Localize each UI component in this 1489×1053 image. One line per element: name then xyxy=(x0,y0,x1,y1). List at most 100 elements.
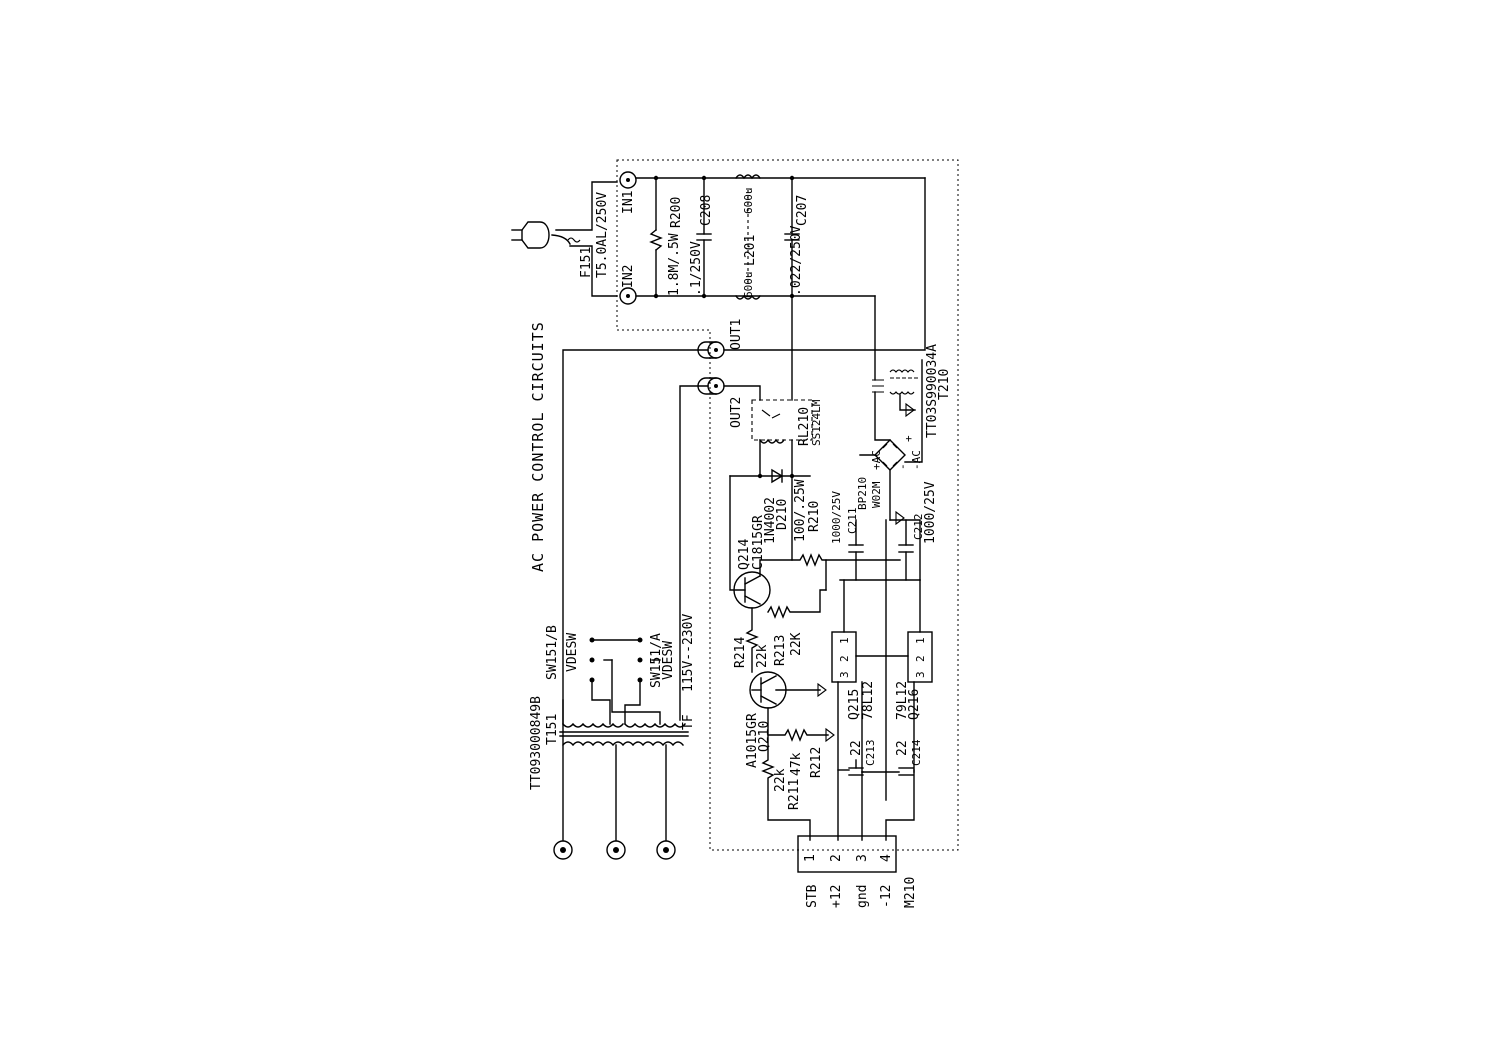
bp210-ref: BP210 xyxy=(856,477,869,510)
c208-value: .1/250V xyxy=(689,241,704,296)
resistor-r213 xyxy=(767,589,827,619)
m210-signal-gnd: gnd xyxy=(855,885,870,908)
c211-ref: C211 xyxy=(846,508,859,535)
terminal-3 xyxy=(656,840,676,860)
transistor-q210 xyxy=(749,671,827,709)
connector-in1 xyxy=(619,171,637,189)
t151-ref: T151 xyxy=(545,714,560,745)
c211-value: 1000/25V xyxy=(830,491,843,544)
c212-ref: C212 xyxy=(912,514,925,541)
q216-part: 79L12 xyxy=(895,681,910,720)
sw151a-name: VDESW xyxy=(661,641,676,680)
transformer-t151 xyxy=(559,722,689,841)
relay-rl210 xyxy=(751,399,813,477)
fuse-wire xyxy=(555,181,618,231)
board-outline xyxy=(616,159,959,851)
sw151a-ref: SW151/A xyxy=(649,633,664,688)
terminal-2 xyxy=(606,840,626,860)
c214-value: 22 xyxy=(895,740,910,756)
terminal-1 xyxy=(553,840,573,860)
r200-value: 1.8M/.5W xyxy=(667,233,682,296)
q214-part: C1815GR xyxy=(751,515,766,570)
rl210-ref: RL210 xyxy=(797,407,812,446)
m210-signal-stb: STB xyxy=(805,884,820,908)
capacitor-c207 xyxy=(784,175,800,299)
capacitor-c213 xyxy=(837,759,864,776)
in2-label: IN2 xyxy=(621,265,636,288)
transistor-q214 xyxy=(729,475,793,609)
bp210-pin-nac: -AC xyxy=(910,450,923,470)
out2-wire xyxy=(679,385,709,721)
connector-in2 xyxy=(619,287,637,305)
m210-signal-n12: -12 xyxy=(879,885,894,908)
t210-part: TT03S99​0034A xyxy=(925,344,940,438)
transformer-t210 xyxy=(872,359,923,463)
r211-value: 22k xyxy=(773,768,788,792)
m210-pin1: 1 xyxy=(803,854,818,862)
t210-ref: T210 xyxy=(937,369,952,400)
c213-ref: C213 xyxy=(864,740,877,767)
fuse-value: T5.0AL/250V xyxy=(595,192,610,278)
rl210-part: SS124LM xyxy=(810,399,823,446)
q210-ref: Q210 xyxy=(757,721,772,752)
q215-pin2: 2 xyxy=(838,655,851,662)
r212-ref: R212 xyxy=(809,747,824,778)
m210-pin3: 3 xyxy=(855,854,870,862)
r213-ref: R213 xyxy=(773,635,788,666)
q215-pin3: 3 xyxy=(838,671,851,678)
capacitor-c208 xyxy=(696,175,712,299)
c207-value: .022/250V xyxy=(789,225,804,296)
m210-pin4: 4 xyxy=(879,854,894,862)
out1-line-wire xyxy=(723,177,926,351)
q216-ref: Q216 xyxy=(907,689,922,720)
sw151b-name: VDESW xyxy=(565,633,580,672)
switch-sw151 xyxy=(562,637,661,725)
t151-part: TT09300084​9B xyxy=(529,696,544,790)
c207-ref: C207 xyxy=(795,195,810,226)
resistor-r200 xyxy=(649,175,663,299)
c213-value: 22 xyxy=(849,740,864,756)
in1-label: IN1 xyxy=(621,191,636,214)
bridge-bp210 xyxy=(859,439,906,521)
q215-ref: Q215 xyxy=(847,689,862,720)
capacitor-c211 xyxy=(848,519,864,581)
sw151b-ref: SW151/B xyxy=(545,625,560,680)
tf-ref: TF xyxy=(681,714,696,730)
l201-value-a: 600u xyxy=(742,188,755,215)
connector-m210 xyxy=(797,835,897,873)
r200-ref: R200 xyxy=(669,197,684,228)
out2-label: OUT2 xyxy=(729,397,744,428)
r210-ref: R210 xyxy=(807,501,822,532)
resistor-r214 xyxy=(745,607,759,673)
q216-pin1: 1 xyxy=(914,637,927,644)
diagram-title: AC POWER CONTROL CIRCUITS xyxy=(529,321,547,572)
resistor-r210 xyxy=(791,553,901,591)
out2-relay-wire xyxy=(723,385,761,401)
bp210-part: W02M xyxy=(870,481,883,508)
bp210-pin-minus: - xyxy=(896,463,909,470)
d210-part: 1N4002 xyxy=(763,497,778,544)
inductor-l201 xyxy=(735,174,761,300)
capacitor-c212 xyxy=(898,519,914,581)
d210-ref: D210 xyxy=(775,499,790,530)
r214-value: 22k xyxy=(755,644,770,668)
l201-value-b: 600u xyxy=(742,272,755,299)
tf-value: 115V--230V xyxy=(681,614,696,692)
q215-part: 78L12 xyxy=(861,681,876,720)
r210-value: 100/.25W xyxy=(793,479,808,542)
m210-ref: M210 xyxy=(903,877,918,908)
r212-value: 47k xyxy=(789,752,804,776)
q216-pin3: 3 xyxy=(914,671,927,678)
r213-value: 22K xyxy=(789,632,804,656)
mains-plug xyxy=(511,221,581,249)
resistor-r212 xyxy=(767,727,835,743)
c208-ref: C208 xyxy=(699,195,714,226)
plug-neutral-wire xyxy=(569,245,618,297)
m210-pin2: 2 xyxy=(829,854,844,862)
q210-part: A1015GR xyxy=(745,713,760,768)
q216-pin2: 2 xyxy=(914,655,927,662)
bp210-pin-pac: +AC xyxy=(870,450,883,470)
c214-ref: C214 xyxy=(910,739,923,766)
diode-d210 xyxy=(729,468,811,484)
